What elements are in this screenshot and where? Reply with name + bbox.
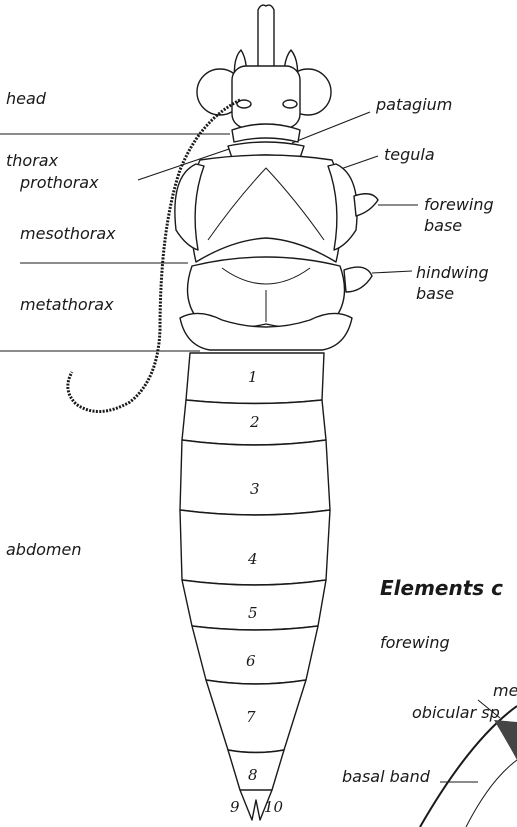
segment-number-2: 2 xyxy=(250,413,260,431)
label-forewing-base-1: forewing xyxy=(424,196,494,214)
hindwing-leader-line xyxy=(372,271,412,273)
side-panel-obicular: obicular sp xyxy=(412,704,500,722)
label-mesothorax: mesothorax xyxy=(20,225,116,243)
segment-number-4: 4 xyxy=(248,550,258,568)
antenna-socket-right xyxy=(283,100,297,108)
mesothorax-plate xyxy=(190,155,342,262)
segment-number-8: 8 xyxy=(248,766,258,784)
proboscis xyxy=(258,5,274,70)
head-capsule xyxy=(232,66,300,128)
segment-number-5: 5 xyxy=(248,604,258,622)
label-hindwing-base-1: hindwing xyxy=(416,264,489,282)
abdomen-segment-4 xyxy=(180,510,330,585)
hindwing-base-stub xyxy=(344,267,372,292)
label-thorax: thorax xyxy=(6,152,58,170)
segment-number-10: 10 xyxy=(264,798,283,816)
side-panel-forewing: forewing xyxy=(380,634,450,652)
forewing-inner-edge xyxy=(466,760,517,827)
segment-number-3: 3 xyxy=(250,480,260,498)
label-head: head xyxy=(6,90,46,108)
segment-number-1: 1 xyxy=(248,368,258,386)
label-abdomen: abdomen xyxy=(6,541,81,559)
segment-number-9: 9 xyxy=(230,798,240,816)
abdomen-segment-3 xyxy=(180,440,330,515)
forewing-base-stub xyxy=(354,194,378,216)
side-panel-heading: Elements c xyxy=(380,576,503,600)
forewing-shading xyxy=(494,720,517,760)
segment-number-6: 6 xyxy=(246,652,256,670)
side-panel-basal-band: basal band xyxy=(342,768,430,786)
label-metathorax: metathorax xyxy=(20,296,114,314)
label-patagium: patagium xyxy=(376,96,452,114)
abdomen-segment-7 xyxy=(206,680,306,753)
label-tegula: tegula xyxy=(384,146,435,164)
collar xyxy=(232,124,300,142)
patagium-leader-line xyxy=(292,112,370,143)
label-hindwing-base-2: base xyxy=(416,285,454,303)
side-panel-me: me xyxy=(493,682,517,700)
label-prothorax: prothorax xyxy=(20,174,99,192)
segment-number-7: 7 xyxy=(246,708,256,726)
label-forewing-base-2: base xyxy=(424,217,462,235)
